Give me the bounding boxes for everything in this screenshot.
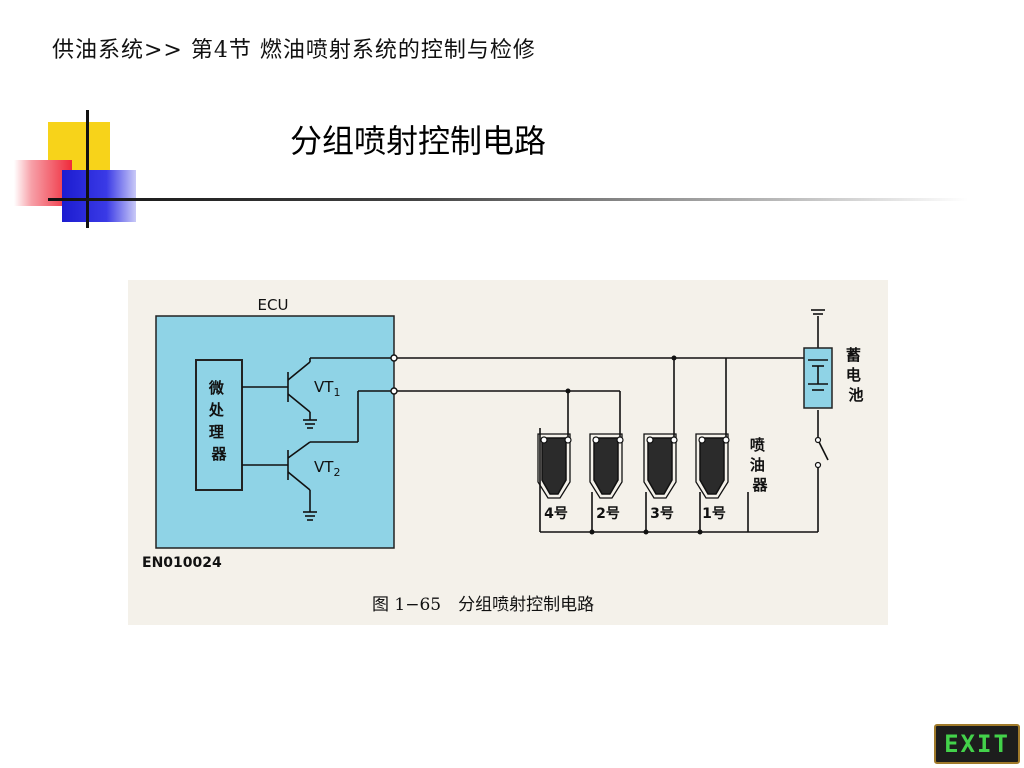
injector-2: 2号 xyxy=(589,433,624,522)
injector-4: 1号 xyxy=(695,433,730,522)
switch-contact xyxy=(814,436,822,444)
transistor-vt1 xyxy=(242,357,394,429)
transistor-vt2 xyxy=(242,390,394,521)
junction-dot-3 xyxy=(589,529,595,535)
battery-symbol xyxy=(808,359,828,391)
microprocessor-box xyxy=(195,359,243,491)
injector-label-1: 4号 xyxy=(544,506,568,522)
diagram-code: EN010024 xyxy=(142,555,222,571)
battery-label: 蓄 电 池 xyxy=(846,346,866,404)
vt2-label: VT2 xyxy=(314,458,340,479)
junction-dot-2 xyxy=(565,388,571,394)
circuit-figure: ECU 微 处 理 器 VT1 xyxy=(128,280,888,625)
junction-dot-1 xyxy=(671,355,677,361)
junction-dot-4 xyxy=(643,529,649,535)
injector-label-2: 2号 xyxy=(596,506,620,522)
decor-vertical-line xyxy=(86,110,89,228)
decor-blue-square xyxy=(62,170,136,222)
vt1-label: VT1 xyxy=(314,378,340,399)
switch-contact-2 xyxy=(814,461,822,469)
exit-button[interactable]: EXIT xyxy=(934,724,1020,764)
injector-group: 4号 2号 3号 1号 xyxy=(537,433,730,522)
microprocessor-label: 微 处 理 器 xyxy=(208,379,229,463)
output-wiring xyxy=(394,309,829,533)
figure-caption: 图 1−65 分组喷射控制电路 xyxy=(372,595,595,615)
injector-label-3: 3号 xyxy=(650,506,674,522)
title-divider xyxy=(48,198,968,201)
battery-block xyxy=(803,347,833,409)
terminal-1 xyxy=(390,354,398,362)
injector-label-4: 1号 xyxy=(702,506,726,522)
junction-dot-5 xyxy=(697,529,703,535)
injector-3: 3号 xyxy=(643,433,678,522)
circuit-diagram: ECU 微 处 理 器 VT1 xyxy=(142,296,866,571)
injector-label: 喷 油 器 xyxy=(750,436,770,494)
page-title: 分组喷射控制电路 xyxy=(290,122,547,160)
injector-1: 4号 xyxy=(537,433,572,522)
terminal-2 xyxy=(390,387,398,395)
breadcrumb: 供油系统>> 第4节 燃油喷射系统的控制与检修 xyxy=(52,38,536,63)
ecu-label: ECU xyxy=(258,296,289,314)
